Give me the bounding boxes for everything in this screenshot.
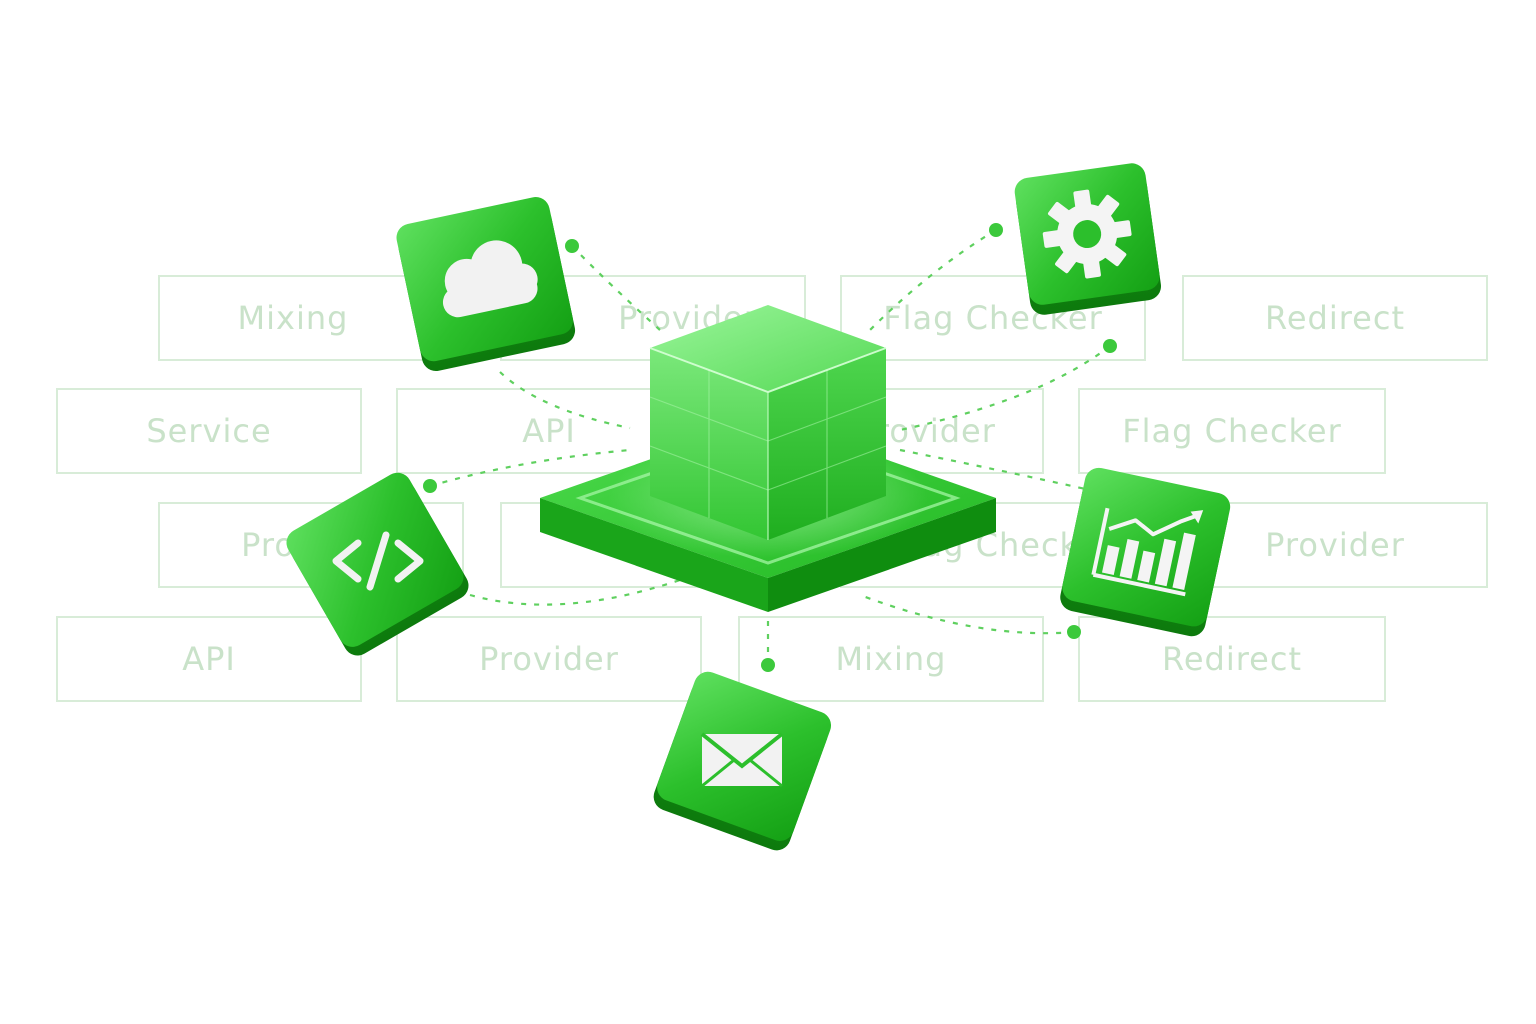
bg-label-box: Service bbox=[56, 388, 362, 474]
bg-label-box: Mixing bbox=[738, 616, 1044, 702]
code-tile bbox=[286, 472, 469, 656]
bg-label: Redirect bbox=[1265, 299, 1405, 337]
connector-chart-lower bbox=[859, 593, 1075, 635]
connector-gear bbox=[869, 229, 997, 331]
connector-dot bbox=[565, 239, 579, 253]
bg-label: Service bbox=[146, 412, 272, 450]
cloud-tile bbox=[396, 197, 576, 371]
connector-cloud bbox=[571, 245, 661, 331]
connector-chart bbox=[899, 448, 1091, 492]
bg-label-box: Provider bbox=[1182, 502, 1488, 588]
bg-label: API bbox=[182, 640, 236, 678]
connection-lines bbox=[429, 229, 1111, 665]
connector-dot bbox=[1103, 339, 1117, 353]
bg-label-box: Flag Checker bbox=[1078, 388, 1386, 474]
bg-label: API bbox=[522, 412, 576, 450]
connector-gear-lower bbox=[899, 345, 1111, 432]
bg-label-box: Provider bbox=[396, 616, 702, 702]
connector-dot bbox=[761, 658, 775, 672]
bg-label: Provider bbox=[1265, 526, 1405, 564]
bg-label-box: API bbox=[56, 616, 362, 702]
connector-cloud-lower bbox=[499, 371, 631, 430]
bg-label-box: Redirect bbox=[1182, 275, 1488, 361]
connector-dot bbox=[423, 479, 437, 493]
chart-tile bbox=[1060, 467, 1231, 637]
connector-code-lower bbox=[469, 578, 681, 606]
envelope-icon bbox=[700, 732, 784, 788]
gear-tile bbox=[1014, 163, 1162, 315]
gear-icon bbox=[1042, 189, 1132, 279]
bg-label-box: Redirect bbox=[1078, 616, 1386, 702]
code-icon bbox=[332, 531, 424, 591]
bg-label: Provider bbox=[479, 640, 619, 678]
bar-chart-trend-icon bbox=[1091, 507, 1204, 597]
central-cube bbox=[649, 305, 887, 540]
connector-dot bbox=[1067, 625, 1081, 639]
connection-dots bbox=[423, 223, 1117, 672]
bg-label: Mixing bbox=[237, 299, 349, 337]
bg-label: Redirect bbox=[1162, 640, 1302, 678]
connector-dot bbox=[989, 223, 1003, 237]
envelope-tile bbox=[653, 671, 832, 851]
cloud-icon bbox=[442, 240, 538, 318]
bg-label: Flag Checker bbox=[1122, 412, 1342, 450]
bg-label: Mixing bbox=[835, 640, 947, 678]
